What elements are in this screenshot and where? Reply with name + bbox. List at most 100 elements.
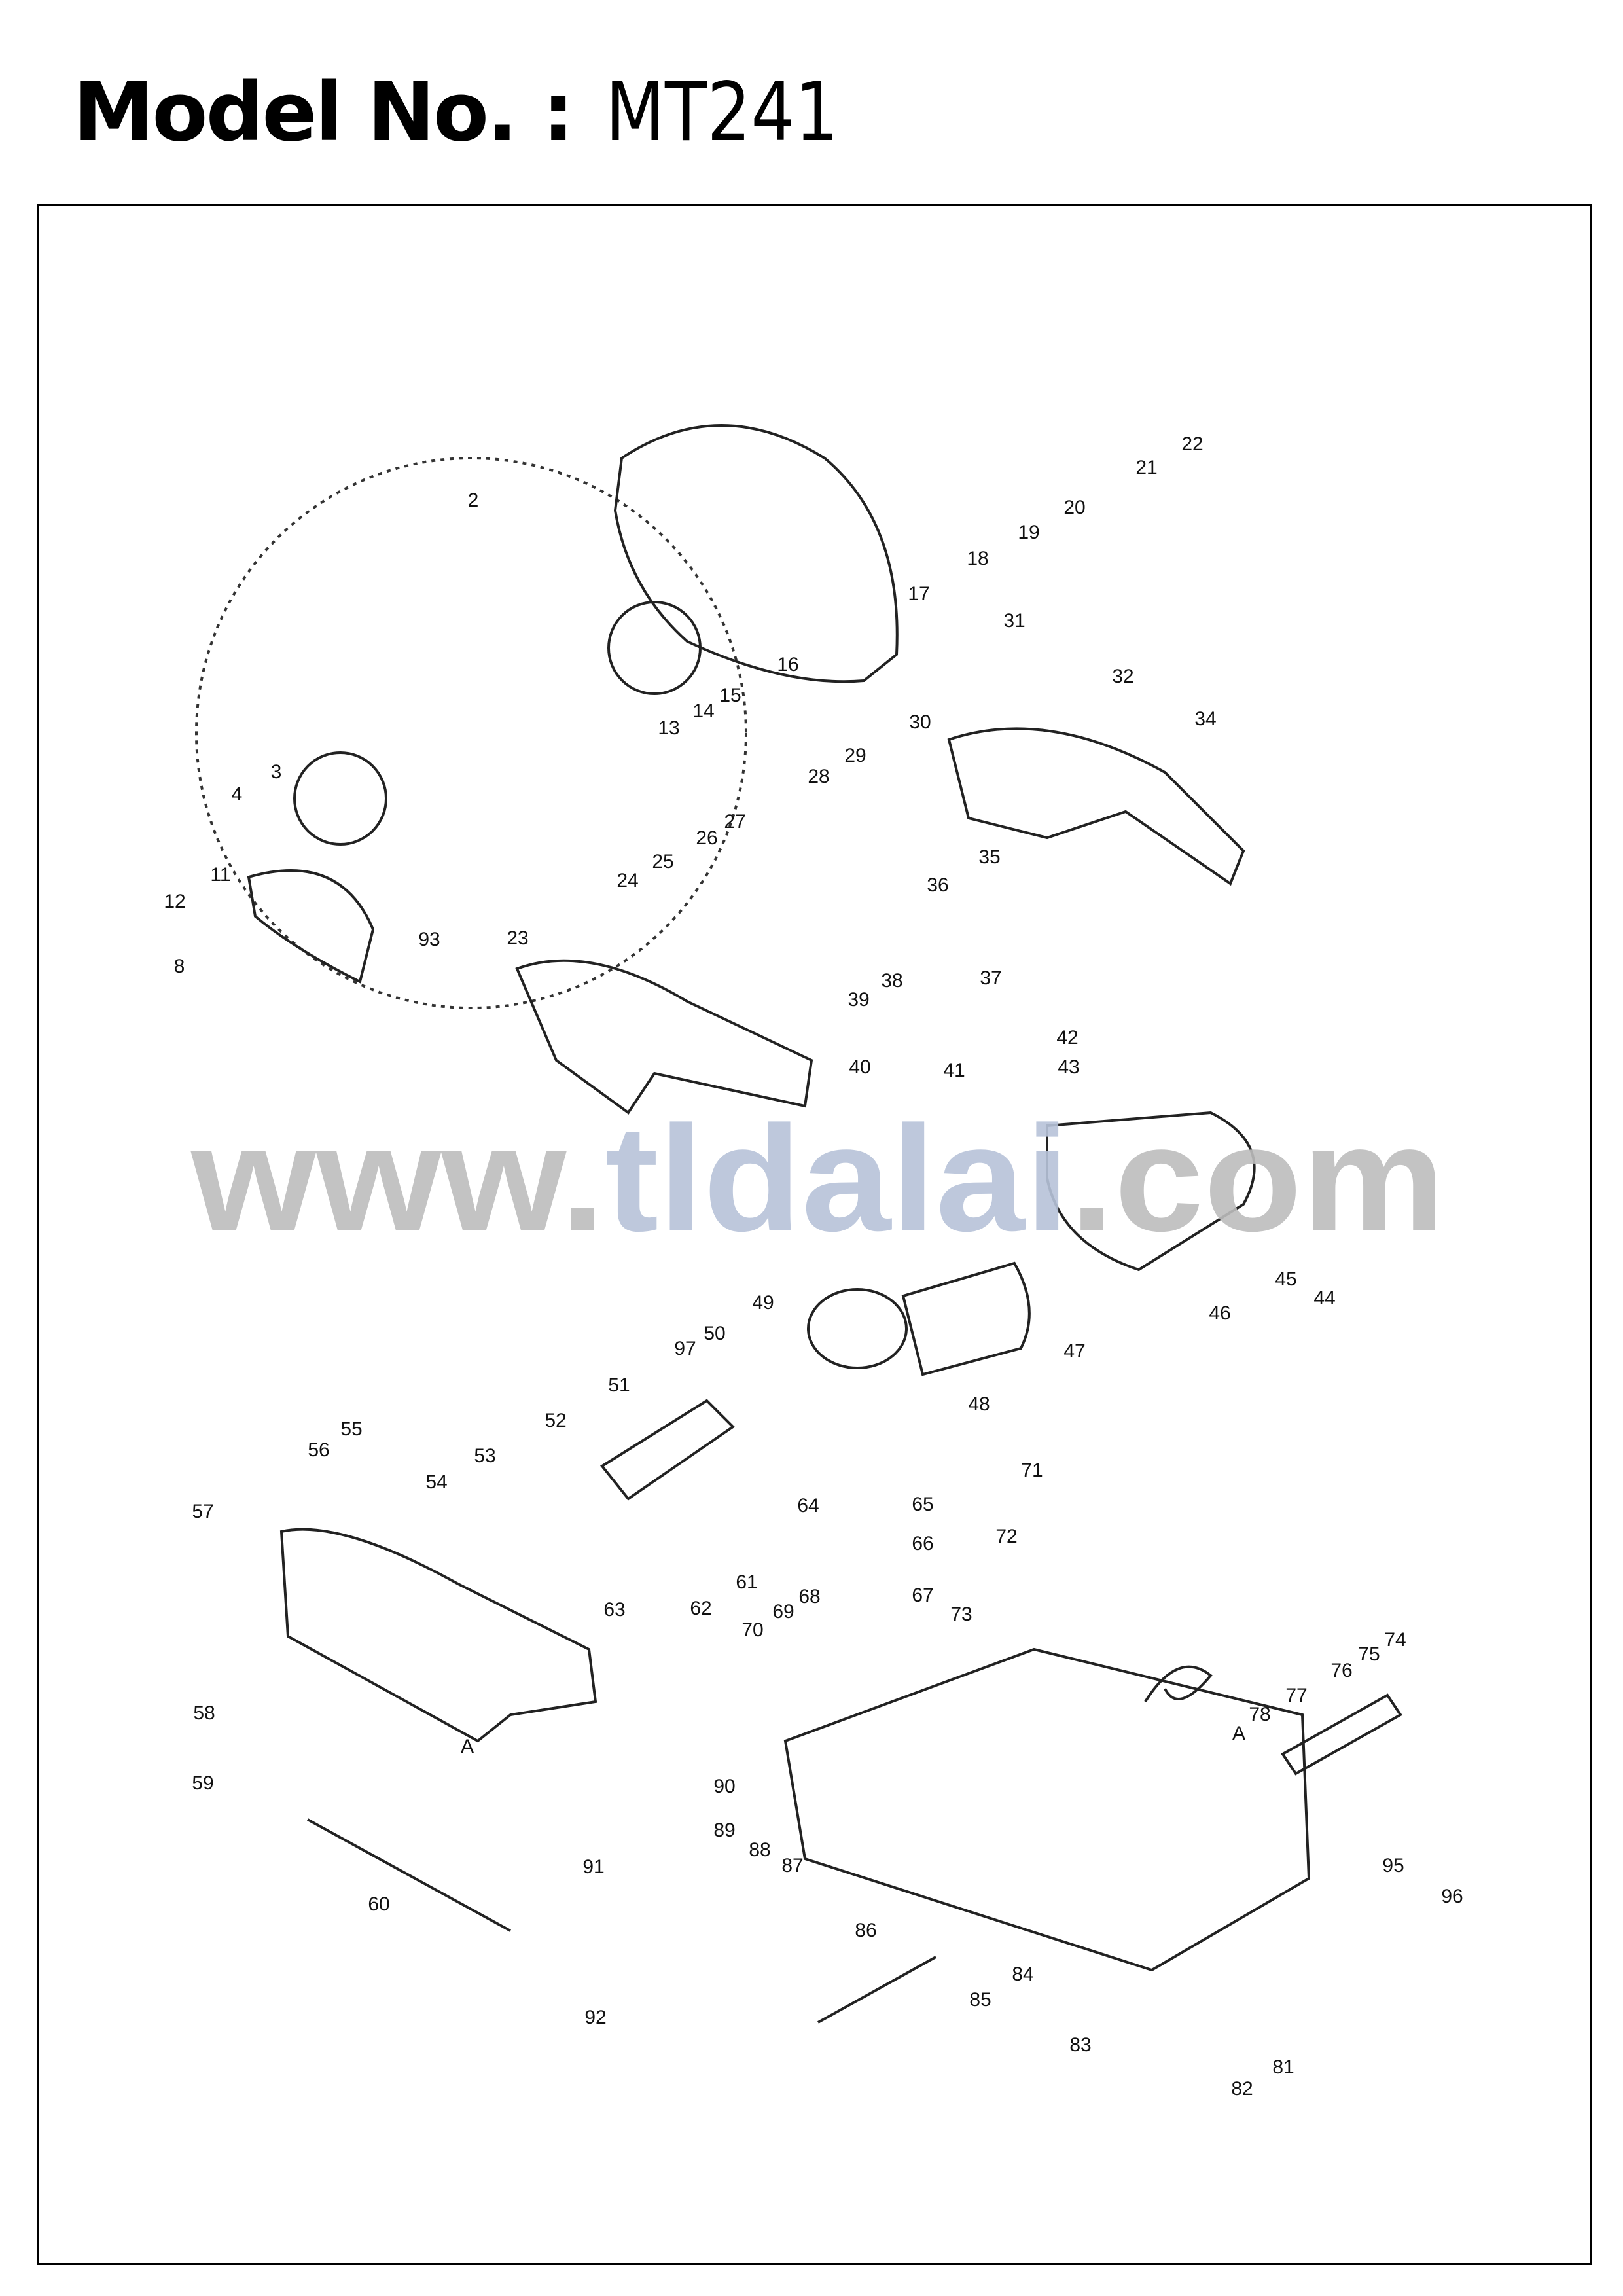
part-label-83: 83 (1069, 2034, 1091, 2056)
part-label-41: 41 (943, 1060, 965, 1081)
part-label-63: 63 (603, 1599, 625, 1621)
watermark-brand: tldalai (605, 1094, 1070, 1263)
part-label-82: 82 (1231, 2078, 1253, 2100)
base (783, 1647, 1311, 1972)
part-label-68: 68 (798, 1586, 820, 1607)
part-label-58: 58 (193, 1702, 215, 1724)
part-label-A: A (461, 1736, 474, 1757)
pivot-shaft (1281, 1693, 1402, 1776)
part-label-19: 19 (1018, 522, 1039, 543)
part-label-70: 70 (741, 1619, 763, 1641)
part-label-24: 24 (616, 870, 638, 891)
part-label-81: 81 (1272, 2056, 1294, 2078)
part-label-52: 52 (544, 1410, 566, 1431)
part-label-59: 59 (192, 1772, 213, 1794)
part-label-11: 11 (210, 864, 230, 886)
part-label-31: 31 (1003, 610, 1025, 632)
part-label-57: 57 (192, 1501, 213, 1522)
part-label-22: 22 (1181, 433, 1203, 455)
part-label-64: 64 (797, 1495, 819, 1516)
part-label-97: 97 (674, 1338, 696, 1359)
part-label-89: 89 (713, 1820, 735, 1841)
part-label-54: 54 (425, 1471, 447, 1493)
part-label-71: 71 (1021, 1460, 1043, 1481)
part-label-55: 55 (340, 1418, 362, 1440)
lower-guard (247, 869, 375, 984)
part-label-18: 18 (967, 548, 988, 569)
part-label-42: 42 (1056, 1027, 1078, 1049)
part-label-76: 76 (1330, 1660, 1352, 1681)
part-label-48: 48 (968, 1393, 990, 1415)
part-label-77: 77 (1285, 1685, 1307, 1706)
part-label-96: 96 (1441, 1886, 1463, 1907)
part-label-26: 26 (696, 827, 717, 849)
svg-text:www.tldalai.com: www.tldalai.com (190, 1094, 1445, 1263)
part-label-16: 16 (777, 654, 798, 675)
diagram-frame (37, 204, 1592, 2265)
part-label-61: 61 (736, 1571, 757, 1593)
spring (1144, 1665, 1213, 1703)
part-label-43: 43 (1058, 1056, 1079, 1078)
part-label-21: 21 (1135, 457, 1157, 478)
part-label-4: 4 (232, 783, 243, 805)
part-label-36: 36 (927, 874, 948, 896)
part-label-88: 88 (749, 1839, 770, 1861)
part-label-49: 49 (752, 1292, 774, 1314)
part-label-35: 35 (978, 846, 1000, 868)
part-label-25: 25 (652, 851, 673, 872)
part-label-38: 38 (881, 970, 902, 992)
part-label-20: 20 (1063, 497, 1085, 518)
part-label-28: 28 (808, 766, 829, 787)
part-label-30: 30 (909, 711, 931, 733)
part-label-A: A (1232, 1723, 1245, 1744)
part-labels: 2222120191817161514133132343029282726252… (164, 433, 1463, 2100)
part-label-40: 40 (849, 1056, 870, 1078)
part-label-46: 46 (1209, 1302, 1230, 1324)
part-label-37: 37 (980, 967, 1001, 989)
part-label-62: 62 (690, 1598, 711, 1619)
part-label-87: 87 (781, 1855, 803, 1876)
part-sketches (195, 424, 1402, 2024)
part-label-60: 60 (368, 1893, 389, 1915)
armature (600, 1399, 736, 1501)
part-label-29: 29 (844, 745, 866, 766)
part-label-65: 65 (912, 1494, 933, 1515)
flange-inner (607, 601, 702, 695)
part-label-3: 3 (271, 761, 282, 783)
gear-housing (279, 1528, 597, 1743)
part-label-72: 72 (995, 1526, 1017, 1547)
watermark: www.tldalai.com (190, 1094, 1445, 1263)
part-label-32: 32 (1112, 666, 1133, 687)
part-label-13: 13 (658, 717, 679, 739)
model-number: MT241 (605, 65, 839, 160)
part-label-53: 53 (474, 1445, 495, 1467)
flange-outer (293, 751, 387, 846)
part-label-2: 2 (468, 490, 479, 511)
handle-upper (947, 727, 1245, 886)
part-label-84: 84 (1012, 1964, 1033, 1985)
part-label-86: 86 (855, 1920, 876, 1941)
blade-guard (613, 424, 899, 683)
watermark-prefix: www. (190, 1094, 605, 1263)
part-label-92: 92 (584, 2007, 606, 2028)
saw-blade (195, 457, 747, 1009)
page-title: Model No. :MT241 (73, 72, 880, 153)
part-label-67: 67 (912, 1585, 933, 1606)
vise-screw (307, 1818, 511, 1932)
part-label-91: 91 (582, 1856, 604, 1878)
baffle-ring (807, 1288, 908, 1369)
part-label-47: 47 (1063, 1340, 1085, 1362)
handle-lower (515, 959, 813, 1115)
watermark-suffix: .com (1070, 1094, 1445, 1263)
part-label-8: 8 (174, 956, 185, 977)
part-label-12: 12 (164, 891, 185, 912)
part-label-75: 75 (1358, 1643, 1380, 1665)
part-label-85: 85 (969, 1989, 991, 2011)
part-label-34: 34 (1194, 708, 1216, 730)
part-label-39: 39 (847, 989, 869, 1011)
part-label-66: 66 (912, 1533, 933, 1554)
part-label-50: 50 (704, 1323, 725, 1344)
part-label-27: 27 (724, 811, 745, 833)
model-label: Model No. : (73, 65, 575, 160)
